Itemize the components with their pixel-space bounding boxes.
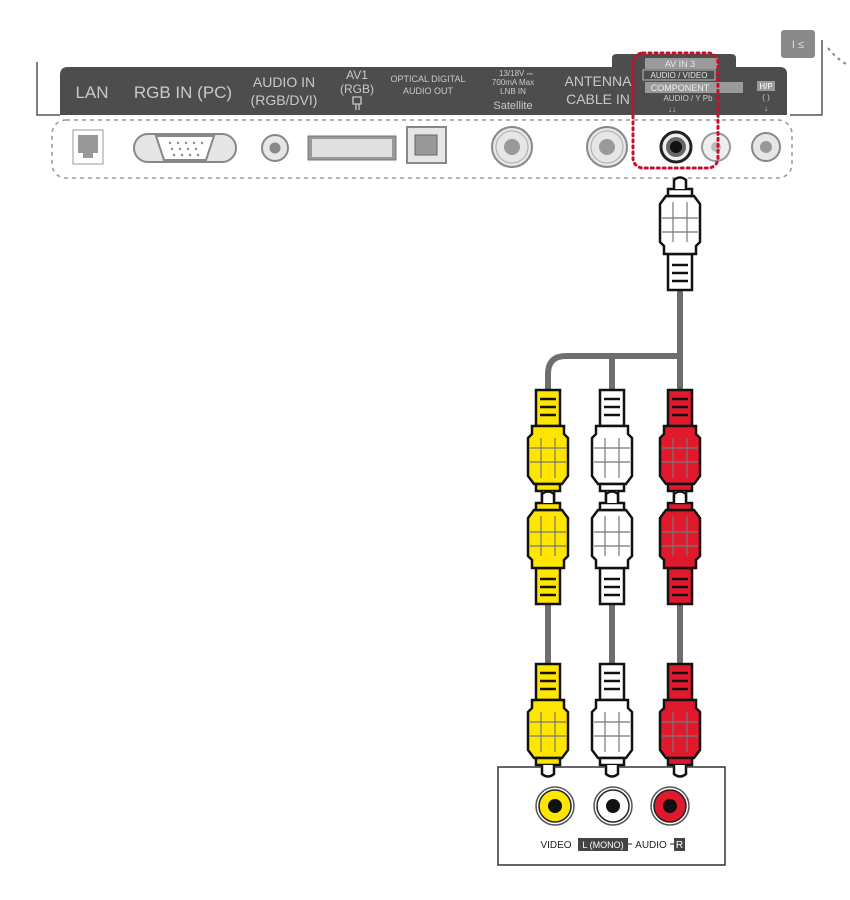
audio-left-out-jack[interactable] (593, 786, 633, 826)
av-in3-video-jack[interactable] (659, 130, 693, 164)
component-jack[interactable] (701, 132, 731, 162)
satellite-port[interactable] (491, 126, 533, 168)
tv-frame (36, 40, 823, 116)
satellite-current-label: 700mA Max (492, 78, 534, 87)
av-in3-label: AV IN 3 (665, 59, 695, 69)
component-sub-label: AUDIO / Y Pb (663, 94, 713, 103)
red-audio-plug-top[interactable] (658, 490, 702, 606)
yellow-video-plug-top[interactable] (526, 490, 570, 606)
audio-in-jack[interactable] (261, 134, 289, 162)
svg-text:↓↓: ↓↓ (668, 105, 676, 114)
audio-in-label: AUDIO IN (253, 74, 315, 90)
audio-video-label: AUDIO / VIDEO (651, 71, 708, 80)
antenna-label: ANTENNA (565, 73, 633, 89)
side-panel-tab (781, 30, 815, 58)
red-audio-socket[interactable] (658, 388, 702, 504)
yellow-video-plug-bottom[interactable] (526, 662, 570, 778)
av-in3-highlight (631, 51, 720, 170)
cable-in-label: CABLE IN (566, 91, 630, 107)
headphone-jack[interactable] (751, 132, 781, 162)
audio-right-out-jack[interactable] (650, 786, 690, 826)
optical-label: OPTICAL DIGITAL (390, 74, 465, 84)
audio-in-sub-label: (RGB/DVI) (251, 92, 318, 108)
white-audio-plug-top[interactable] (590, 490, 634, 606)
satellite-label: Satellite (493, 100, 532, 112)
antenna-port[interactable] (586, 126, 628, 168)
r-label: R (676, 840, 683, 851)
external-device: VIDEO L (MONO) AUDIO R (497, 766, 726, 866)
scart-icon (352, 96, 362, 110)
satellite-voltage-label: 13/18V ⎓ (499, 69, 534, 78)
video-label: VIDEO (540, 840, 571, 851)
lan-port[interactable] (72, 129, 104, 165)
av1-sub-label: (RGB) (340, 82, 374, 96)
audio-label: AUDIO (635, 840, 667, 851)
svg-text:I ≤: I ≤ (792, 39, 804, 51)
component-label: COMPONENT (651, 83, 710, 93)
hp-sub-label: ( ) (762, 93, 770, 102)
optical-audio-port[interactable] (406, 126, 447, 164)
port-area-outline (51, 119, 793, 179)
hp-label: H/P (759, 82, 772, 91)
rgb-vga-port[interactable] (133, 133, 237, 163)
video-out-jack[interactable] (535, 786, 575, 826)
lnb-in-label: LNB IN (500, 87, 526, 96)
optical-sub-label: AUDIO OUT (403, 86, 454, 96)
white-audio-plug-bottom[interactable] (590, 662, 634, 778)
av-cable (545, 288, 683, 668)
lan-label: LAN (75, 83, 108, 102)
headphone-icon: ↓ (764, 104, 768, 113)
l-mono-label: L (MONO) (582, 840, 623, 850)
yellow-video-socket[interactable] (526, 388, 570, 504)
av1-scart-port[interactable] (307, 135, 397, 161)
av1-label: AV1 (346, 68, 368, 82)
red-audio-plug-bottom[interactable] (658, 662, 702, 778)
av-in3-plug[interactable] (658, 176, 702, 292)
panel-label-bar: LAN RGB IN (PC) AUDIO IN (RGB/DVI) AV1 (… (60, 54, 787, 115)
rgb-in-label: RGB IN (PC) (134, 83, 232, 102)
white-audio-socket[interactable] (590, 388, 634, 504)
